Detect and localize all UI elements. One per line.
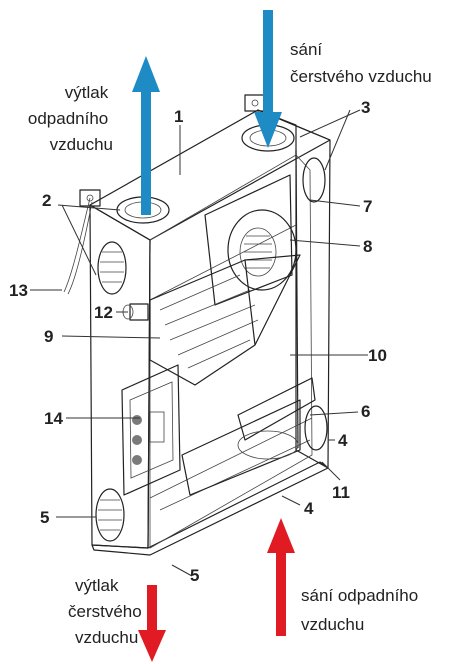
label-fresh-in-line: čerstvého vzduchu	[290, 67, 432, 86]
label-exhaust-out-line: odpadního	[28, 109, 108, 128]
callout-11: 11	[332, 483, 350, 502]
callout-8: 8	[363, 237, 372, 256]
label-exhaust-in-line: vzduchu	[301, 615, 364, 634]
callout-13: 13	[9, 281, 28, 300]
heat-exchanger	[149, 254, 301, 386]
fan-upper	[204, 174, 297, 306]
callout-12: 12	[94, 303, 113, 322]
unit-bottom-face	[91, 461, 329, 556]
right-port-upper	[302, 157, 326, 203]
callout-6: 6	[361, 402, 370, 421]
control-electronics	[121, 364, 181, 496]
unit-top-face	[89, 109, 331, 241]
label-fresh-in: sání čerstvého vzduchu	[290, 40, 432, 86]
fan-lower	[181, 399, 301, 496]
label-fresh-in-line: sání	[290, 40, 322, 59]
callout-14: 14	[44, 409, 63, 428]
label-fresh-out-line: výtlak	[75, 576, 119, 595]
callout-3: 3	[361, 98, 370, 117]
callout-10: 10	[368, 346, 387, 365]
unit-interior	[149, 154, 313, 549]
leader-lines	[30, 109, 368, 577]
left-port-upper	[97, 241, 127, 295]
power-cable	[63, 197, 93, 295]
label-fresh-out-line: čerstvého	[68, 602, 142, 621]
label-exhaust-out-line: výtlak	[65, 83, 109, 102]
wall-bracket-right	[244, 94, 266, 112]
callout-5-left: 5	[40, 508, 49, 527]
left-port-lower	[95, 488, 125, 542]
arrow-exhaust-out	[132, 56, 160, 215]
arrow-fresh-in	[254, 10, 282, 148]
wall-bracket-left	[79, 189, 101, 207]
label-fresh-out-line: vzduchu	[75, 628, 138, 647]
callout-1: 1	[174, 107, 183, 126]
label-exhaust-in: sání odpadního vzduchu	[301, 586, 423, 634]
callout-5-bottom: 5	[190, 566, 199, 585]
label-exhaust-out: výtlak odpadního vzduchu	[28, 83, 113, 154]
unit-housing	[89, 109, 331, 556]
right-port-lower	[304, 405, 328, 451]
callout-7: 7	[363, 197, 372, 216]
arrow-fresh-out	[138, 585, 166, 662]
callout-9: 9	[44, 327, 53, 346]
callout-4-bottom: 4	[304, 499, 314, 518]
callout-4-right: 4	[338, 431, 348, 450]
label-exhaust-out-line: vzduchu	[50, 135, 113, 154]
unit-right-side	[257, 109, 331, 469]
arrow-exhaust-in	[267, 518, 295, 636]
callout-2: 2	[42, 191, 51, 210]
label-exhaust-in-line: sání odpadního	[301, 586, 418, 605]
label-fresh-out: výtlak čerstvého vzduchu	[68, 576, 146, 647]
baffle-panel	[237, 377, 316, 441]
